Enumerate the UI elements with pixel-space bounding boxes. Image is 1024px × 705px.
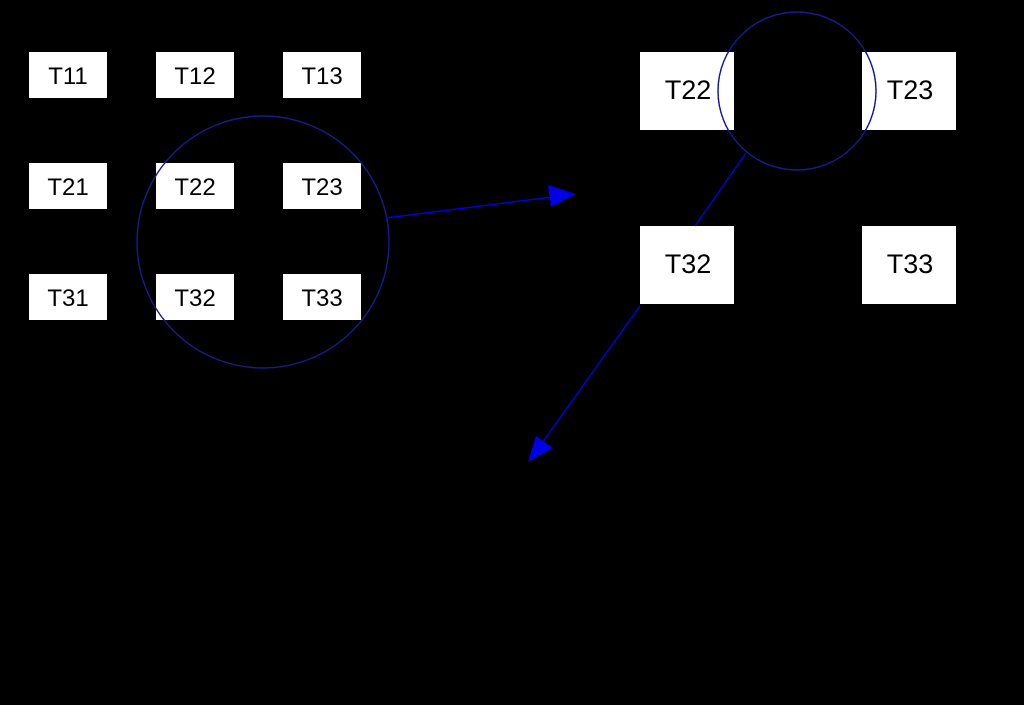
left-tile-label: T11	[48, 63, 88, 90]
left-tile-t23: T23	[283, 163, 361, 209]
right-tile-label: T33	[887, 249, 934, 279]
right-circle-outline	[717, 11, 877, 171]
right-arrow	[385, 185, 576, 219]
left-tile-t13: T13	[283, 52, 361, 98]
left-tile-label: T33	[301, 285, 342, 312]
right-tile-t32: T32	[640, 226, 734, 304]
down-left-arrow-head	[528, 436, 553, 462]
right-arrow-head	[548, 185, 576, 207]
right-tile-t23: T23	[862, 52, 956, 130]
right-selection-circle	[717, 11, 877, 171]
left-selection-circle	[136, 115, 390, 369]
left-tile-t33: T33	[283, 274, 361, 320]
left-tile-grid: T11 T12 T13 T21 T22 T23 T31 T32	[29, 52, 361, 320]
left-tile-label: T21	[47, 174, 88, 201]
left-tile-t12: T12	[156, 52, 234, 98]
left-tile-t32: T32	[156, 274, 234, 320]
left-tile-label: T31	[47, 285, 88, 312]
right-tile-label: T32	[665, 249, 712, 279]
left-tile-label: T22	[174, 174, 215, 201]
right-tile-t33: T33	[862, 226, 956, 304]
right-tile-grid: T22 T23 T32 T33	[640, 52, 956, 304]
left-tile-t11: T11	[29, 52, 107, 98]
right-circle-dotted-left	[717, 41, 736, 141]
right-arrow-shaft	[385, 196, 553, 219]
right-tile-label: T23	[887, 75, 934, 105]
left-tile-t21: T21	[29, 163, 107, 209]
left-tile-label: T12	[174, 63, 215, 90]
left-tile-t22: T22	[156, 163, 234, 209]
right-tile-label: T22	[665, 75, 712, 105]
right-tile-t22: T22	[640, 52, 734, 130]
left-tile-label: T13	[301, 63, 342, 90]
down-left-arrow-shaft	[541, 305, 641, 444]
left-tile-t31: T31	[29, 274, 107, 320]
left-tile-label: T23	[301, 174, 342, 201]
left-tile-label: T32	[174, 285, 215, 312]
circle-to-t32-connector	[694, 152, 747, 227]
down-left-arrow	[528, 305, 641, 462]
right-circle-dotted-right	[862, 48, 877, 136]
